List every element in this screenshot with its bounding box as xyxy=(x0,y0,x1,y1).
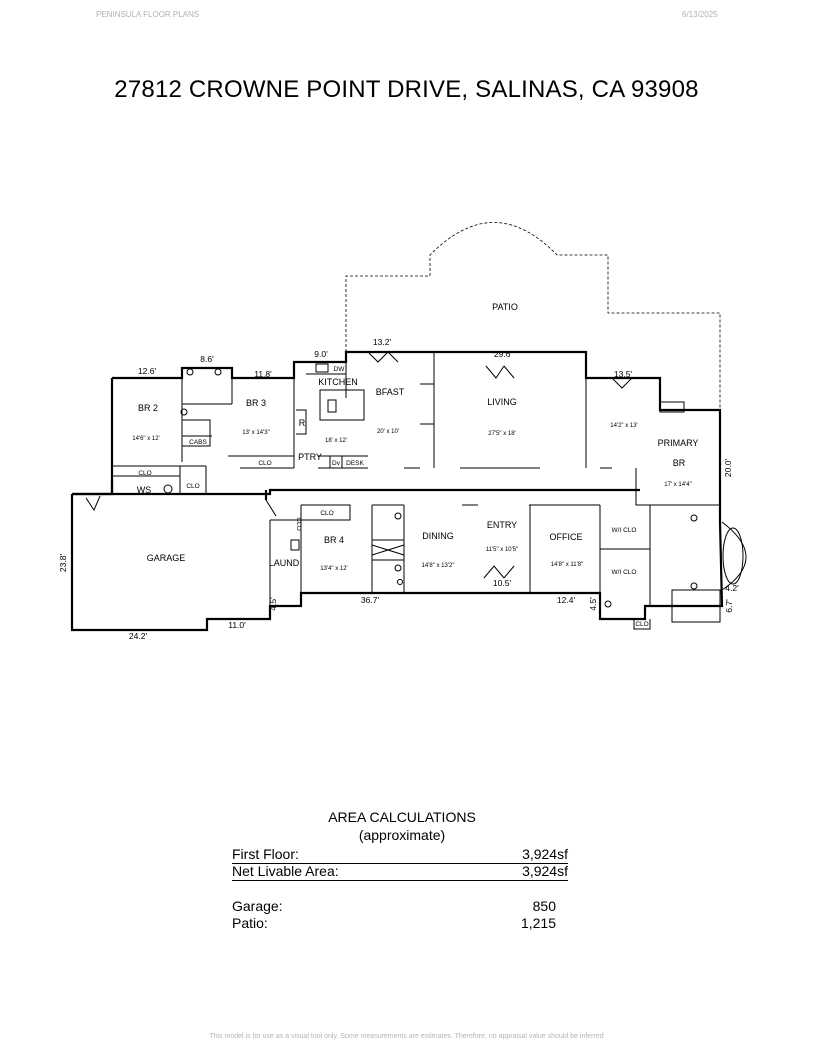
dim-24-2: 24.2' xyxy=(129,631,148,641)
area-subheading: (approximate) xyxy=(358,827,446,843)
dim-4-5-left: 4.5' xyxy=(268,597,278,611)
patio-label: Patio: xyxy=(232,915,268,931)
room-primary-name: PRIMARY xyxy=(658,438,699,448)
room-br3-name: BR 3 xyxy=(246,398,266,408)
area-row-first-floor: First Floor: 3,924sf xyxy=(232,846,568,864)
dim-13-2: 13.2' xyxy=(373,337,392,347)
room-kitchen-size: 18' x 12' xyxy=(325,438,347,444)
label-ws: WS xyxy=(137,485,152,495)
dim-11-0: 11.0' xyxy=(228,620,246,630)
room-office-name: OFFICE xyxy=(550,532,583,542)
property-address-title: 27812 CROWNE POINT DRIVE, SALINAS, CA 93… xyxy=(114,76,699,103)
net-livable-label: Net Livable Area: xyxy=(232,863,339,879)
room-dining-size: 14'8" x 13'2" xyxy=(422,563,455,569)
area-row-net-livable: Net Livable Area: 3,924sf xyxy=(232,863,568,881)
room-bfast-name: BFAST xyxy=(376,387,405,397)
first-floor-label: First Floor: xyxy=(232,846,299,862)
label-cabs: CABS xyxy=(189,439,207,446)
garage-value: 850 xyxy=(532,898,556,914)
room-office-size: 14'8" x 11'8" xyxy=(551,562,583,568)
room-wiclo-1: W/I CLO xyxy=(612,527,637,534)
dim-4-5-right: 4.5' xyxy=(588,597,598,611)
dim-9-0: 9.0' xyxy=(314,349,328,359)
room-entry-name: ENTRY xyxy=(487,520,517,530)
label-dw: DW xyxy=(334,366,346,373)
dim-11-8: 11.8' xyxy=(254,369,272,379)
room-br2-name: BR 2 xyxy=(138,403,158,413)
room-patio: PATIO xyxy=(492,302,518,312)
room-entry-size: 11'5" x 10'5" xyxy=(486,547,518,553)
dim-36-7: 36.7' xyxy=(361,595,380,605)
patio-outline xyxy=(345,222,721,410)
room-wiclo-2: W/I CLO xyxy=(612,569,637,576)
disclaimer-footer: This model is for use as a visual tool o… xyxy=(209,1033,604,1040)
label-r: R xyxy=(299,418,306,428)
room-primary-name-br: BR xyxy=(673,458,686,468)
room-dining-name: DINING xyxy=(422,531,454,541)
dim-6-7: 6.7' xyxy=(724,599,734,613)
dim-4-2: 4.2' xyxy=(725,583,739,593)
label-clo-br2: CLO xyxy=(138,470,151,477)
dim-20-0: 20.0' xyxy=(723,459,733,478)
room-living-name: LIVING xyxy=(487,397,517,407)
label-dv: Dv xyxy=(332,460,341,467)
dim-8-6: 8.6' xyxy=(200,354,214,364)
dim-12-6: 12.6' xyxy=(138,366,157,376)
dim-12-4: 12.4' xyxy=(557,595,576,605)
label-desk: DESK xyxy=(346,460,364,467)
room-kitchen-name: KITCHEN xyxy=(318,377,358,387)
dim-23-8: 23.8' xyxy=(58,554,68,573)
room-bedroom-size: 14'2" x 13' xyxy=(610,423,637,429)
room-garage-name: GARAGE xyxy=(147,553,186,563)
dim-13-5: 13.5' xyxy=(614,369,633,379)
room-living-size: 27'5" x 18' xyxy=(488,431,515,437)
dim-29-6: 29.6' xyxy=(494,349,513,359)
label-clo-vertical: CLO xyxy=(295,517,302,530)
garage-label: Garage: xyxy=(232,898,283,914)
room-bfast-size: 20' x 10' xyxy=(377,429,399,435)
label-clo-ws: CLO xyxy=(186,483,199,490)
room-br4-size: 13'4" x 12' xyxy=(320,566,347,572)
door-swings xyxy=(85,351,633,579)
patio-value: 1,215 xyxy=(520,915,556,931)
bathroom-fixtures xyxy=(163,363,698,608)
label-clo-br4: CLO xyxy=(320,510,333,517)
dim-10-5: 10.5' xyxy=(493,578,512,588)
area-calculations: AREA CALCULATIONS (approximate) First Fl… xyxy=(232,808,572,931)
label-clo-br3: CLO xyxy=(258,460,271,467)
room-br3-size: 13' x 14'3" xyxy=(242,430,269,436)
room-primary-size: 17' x 14'4" xyxy=(664,482,691,488)
label-ptry: PTRY xyxy=(298,452,322,462)
first-floor-value: 3,924sf xyxy=(522,846,568,862)
label-clo-bath: CLO xyxy=(635,621,648,628)
room-br4-name: BR 4 xyxy=(324,535,344,545)
net-livable-value: 3,924sf xyxy=(522,863,568,879)
interior-walls xyxy=(112,352,747,630)
company-name: PENINSULA FLOOR PLANS xyxy=(96,10,200,19)
print-date: 6/13/2025 xyxy=(682,10,718,19)
area-heading: AREA CALCULATIONS xyxy=(328,809,476,825)
room-laund-name: LAUND xyxy=(269,558,300,568)
room-br2-size: 14'6" x 12' xyxy=(132,436,159,442)
